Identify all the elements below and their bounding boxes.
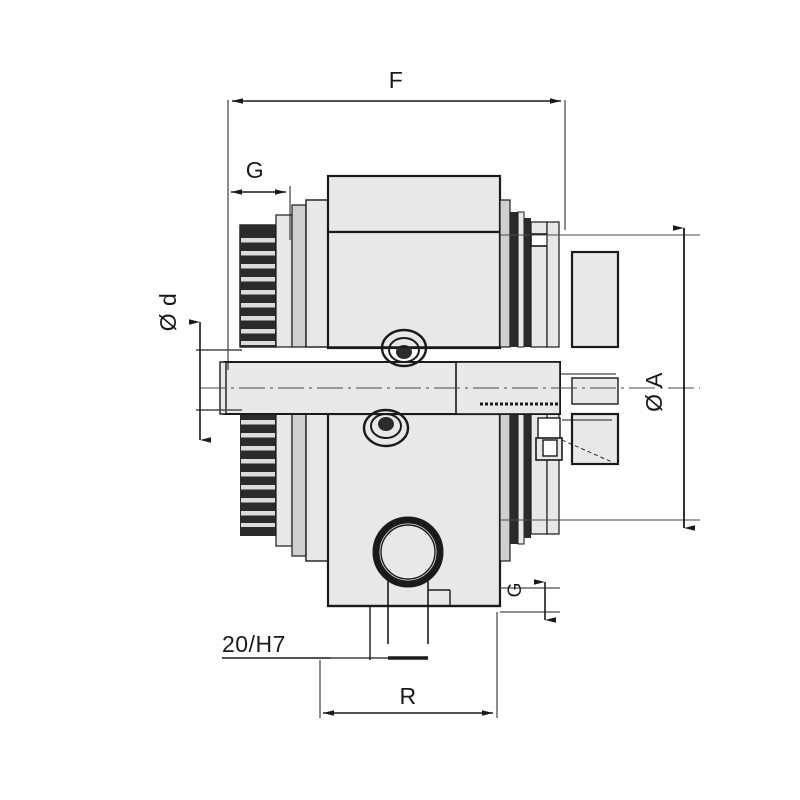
right-flange-stack-lower	[499, 412, 620, 562]
bearing-detail-upper	[380, 328, 428, 368]
dimension-G: G	[231, 157, 291, 240]
bore-callout-label: 20/H7	[222, 631, 286, 657]
right-flange-stack-upper	[499, 199, 620, 349]
mounting-bore-boss	[369, 516, 451, 660]
dimension-F: F	[227, 67, 566, 370]
centrelines	[200, 387, 700, 389]
gear-teeth-lower	[241, 420, 275, 527]
bearing-detail-lower	[362, 408, 410, 448]
dimension-diameter-d: Ø d	[155, 293, 242, 443]
dimension-diameter-d-label: Ø d	[155, 293, 181, 332]
dimension-R-label: R	[399, 683, 416, 709]
gear-hub-lower	[240, 413, 329, 562]
dimension-G2: G	[500, 579, 560, 623]
assembly-body	[219, 174, 620, 660]
annotation-bore-callout: 20/H7	[222, 631, 428, 660]
dimension-F-label: F	[389, 67, 404, 93]
dimension-G2-label: G	[505, 583, 526, 598]
gear-hub-upper	[239, 199, 329, 348]
dimension-diameter-A-label: Ø A	[641, 372, 667, 412]
dimension-diameter-A: Ø A	[500, 225, 700, 531]
gear-teeth-upper	[241, 238, 275, 345]
dimension-R: R	[319, 612, 498, 718]
dimension-G-label: G	[246, 157, 264, 183]
